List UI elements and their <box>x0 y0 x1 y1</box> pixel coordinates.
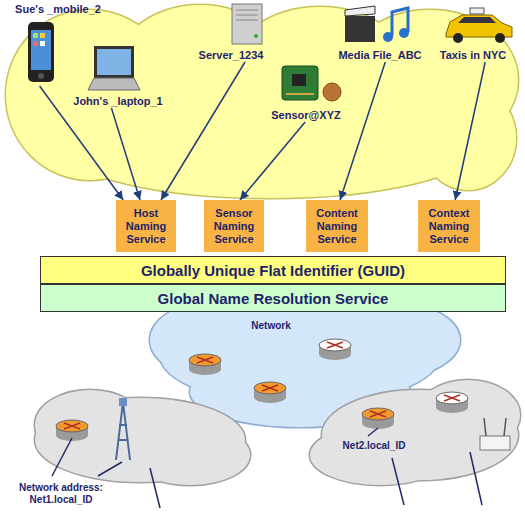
device-label: Sue's _mobile_2 <box>12 3 104 86</box>
access-links <box>52 428 482 508</box>
wifi-access-point <box>480 418 510 450</box>
naming-arrow <box>340 62 385 200</box>
naming-arrow <box>111 108 140 200</box>
device-label: John's _laptop_1 <box>71 40 165 108</box>
device-cloud <box>6 5 518 198</box>
network-label: Net2.local_ID <box>332 440 416 452</box>
node-text: Global Name Resolution Service <box>158 290 389 307</box>
laptop-icon <box>88 46 140 90</box>
node-text: Server_1234 <box>199 49 264 62</box>
node-text: Taxis in NYC <box>440 49 506 62</box>
local-cloud <box>35 390 250 485</box>
node-text: Globally Unique Flat Identifier (GUID) <box>141 262 405 279</box>
device-label: Taxis in NYC <box>426 2 520 62</box>
router-icon <box>319 339 351 360</box>
sensor-icon <box>282 66 341 101</box>
node-text: Context Naming Service <box>421 207 477 246</box>
naming-service-box: Context Naming Service <box>418 200 480 252</box>
naming-service-box: Host Naming Service <box>116 200 176 252</box>
node-text: Sensor@XYZ <box>271 109 340 122</box>
device-label: Media File_ABC <box>336 2 424 62</box>
media-icon <box>345 6 409 42</box>
router-icon <box>254 382 286 403</box>
naming-service-box: Sensor Naming Service <box>204 200 264 252</box>
device-label: Sensor@XYZ <box>266 58 346 122</box>
node-text: Sue's _mobile_2 <box>15 3 101 16</box>
router-icon <box>436 392 468 413</box>
network-label: Network <box>236 320 306 332</box>
resolution-band: Global Name Resolution Service <box>40 284 506 312</box>
server-icon <box>232 4 262 44</box>
node-text: John's _laptop_1 <box>73 95 162 108</box>
antenna-tower <box>116 398 130 460</box>
node-text: Host Naming Service <box>119 207 173 246</box>
local-cloud <box>310 380 520 485</box>
phone-icon <box>28 22 54 82</box>
naming-service-box: Content Naming Service <box>306 200 368 252</box>
node-text: Media File_ABC <box>338 49 421 62</box>
taxi-icon <box>446 8 512 43</box>
naming-arrow <box>455 62 485 200</box>
guid-band: Globally Unique Flat Identifier (GUID) <box>40 256 506 284</box>
router-icon <box>189 354 221 375</box>
router-icon <box>56 420 88 441</box>
naming-arrow <box>240 122 305 200</box>
device-label: Server_1234 <box>192 2 270 62</box>
naming-arrow <box>161 62 245 200</box>
node-text: Sensor Naming Service <box>207 207 261 246</box>
network-label: Network address: Net1.local_ID <box>6 482 116 506</box>
node-text: Content Naming Service <box>309 207 365 246</box>
router-icon <box>362 408 394 429</box>
